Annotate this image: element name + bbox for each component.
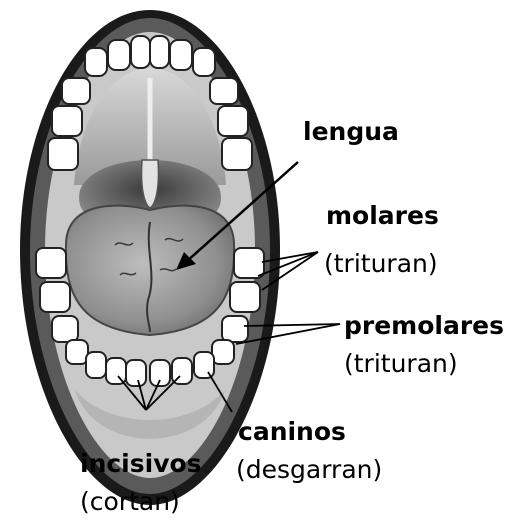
label-molars-function: (trituran) xyxy=(324,249,438,278)
label-incisors: incisivos xyxy=(80,449,202,478)
label-canines-function: (desgarran) xyxy=(236,455,382,484)
label-canines: caninos xyxy=(238,417,346,446)
label-premolars-function: (trituran) xyxy=(344,349,458,378)
label-incisors-function: (cortan) xyxy=(80,487,180,516)
label-molars: molares xyxy=(326,201,439,230)
label-tongue: lengua xyxy=(303,117,399,146)
label-premolars: premolares xyxy=(344,311,504,340)
